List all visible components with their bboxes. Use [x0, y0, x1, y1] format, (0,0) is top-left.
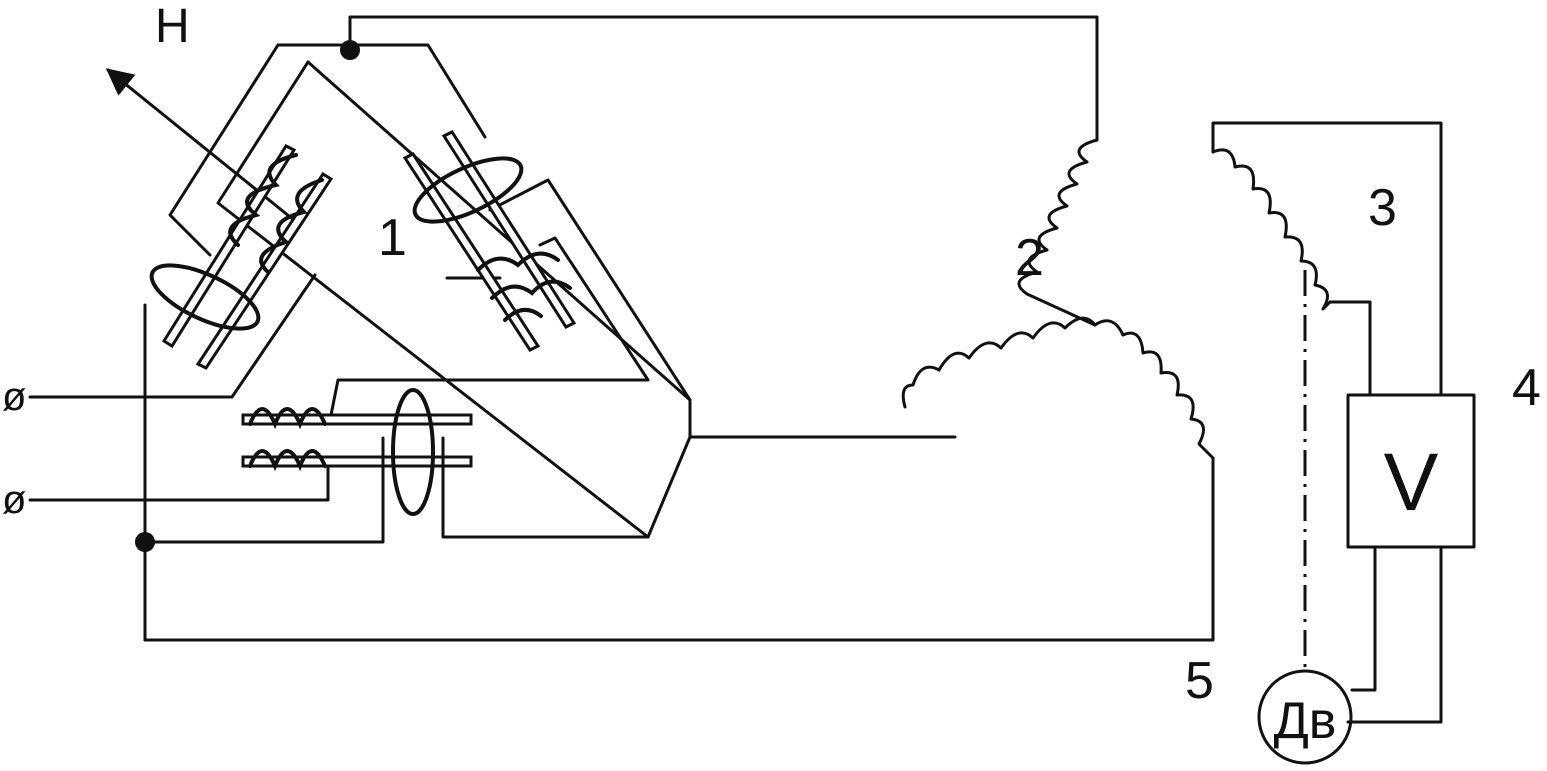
sensor-triangle — [28, 43, 692, 642]
three-phase-winding — [143, 138, 1215, 642]
upper-left-signal-coil — [149, 263, 261, 331]
bottom-signal-coil-wire-b — [441, 436, 650, 539]
terminal-bottom: ø — [2, 478, 26, 522]
voltmeter-box — [1346, 393, 1476, 549]
voltmeter-label: V — [1384, 437, 1439, 528]
bottom-core-bar-b — [241, 455, 473, 468]
left-junction-dot — [135, 532, 155, 552]
motor-circle — [1257, 669, 1353, 765]
bottom-signal-coil — [391, 388, 435, 516]
bottom-core-bar-a — [241, 413, 473, 426]
upper-right-core-bar-b — [441, 130, 577, 329]
voltmeter-ref-label: 4 — [1512, 359, 1541, 417]
right-inner-frame — [328, 236, 650, 422]
terminal-top: ø — [2, 375, 26, 419]
winding-3-coil — [1211, 148, 1332, 311]
top-wire — [348, 15, 1099, 142]
winding-2-left-coil — [901, 316, 1097, 409]
upper-right-signal-coil — [412, 156, 524, 224]
upper-left-frame-side — [168, 43, 280, 257]
winding-2-right-wire — [143, 456, 1215, 642]
triangle-core — [216, 60, 692, 539]
wire-5-label: 5 — [1185, 652, 1214, 710]
voltmeter-motor-wire-a — [1350, 545, 1377, 692]
right-core-frame — [488, 178, 692, 402]
winding-2-label: 2 — [1015, 229, 1044, 287]
upper-left-excitation-coil — [228, 153, 324, 274]
winding-3-top-wire — [1211, 121, 1443, 397]
field-vector-arrow — [105, 68, 302, 227]
upper-right-core-bar-a — [402, 152, 541, 352]
field-vector-label: Н — [155, 0, 190, 53]
bottom-excitation-coil — [248, 407, 327, 472]
bottom-coil-terminal-wire — [28, 464, 330, 502]
bottom-signal-coil-wire-a — [143, 436, 385, 544]
upper-left-core-frame — [276, 43, 487, 139]
winding-2-right-coil — [1093, 319, 1215, 460]
motor-label: Дв — [1274, 692, 1337, 750]
winding-3-label: 3 — [1368, 179, 1397, 237]
upper-right-excitation-coil — [476, 251, 572, 322]
upper-left-frame-return — [28, 273, 317, 399]
voltmeter-motor-wire-b — [1346, 545, 1443, 724]
winding-3-bottom-wire — [1328, 300, 1372, 397]
sensor-label: 1 — [378, 209, 407, 267]
rotating-winding — [1211, 121, 1443, 397]
winding-2-vertical-coil — [1017, 138, 1099, 327]
upper-left-core-bar-a — [161, 144, 297, 349]
